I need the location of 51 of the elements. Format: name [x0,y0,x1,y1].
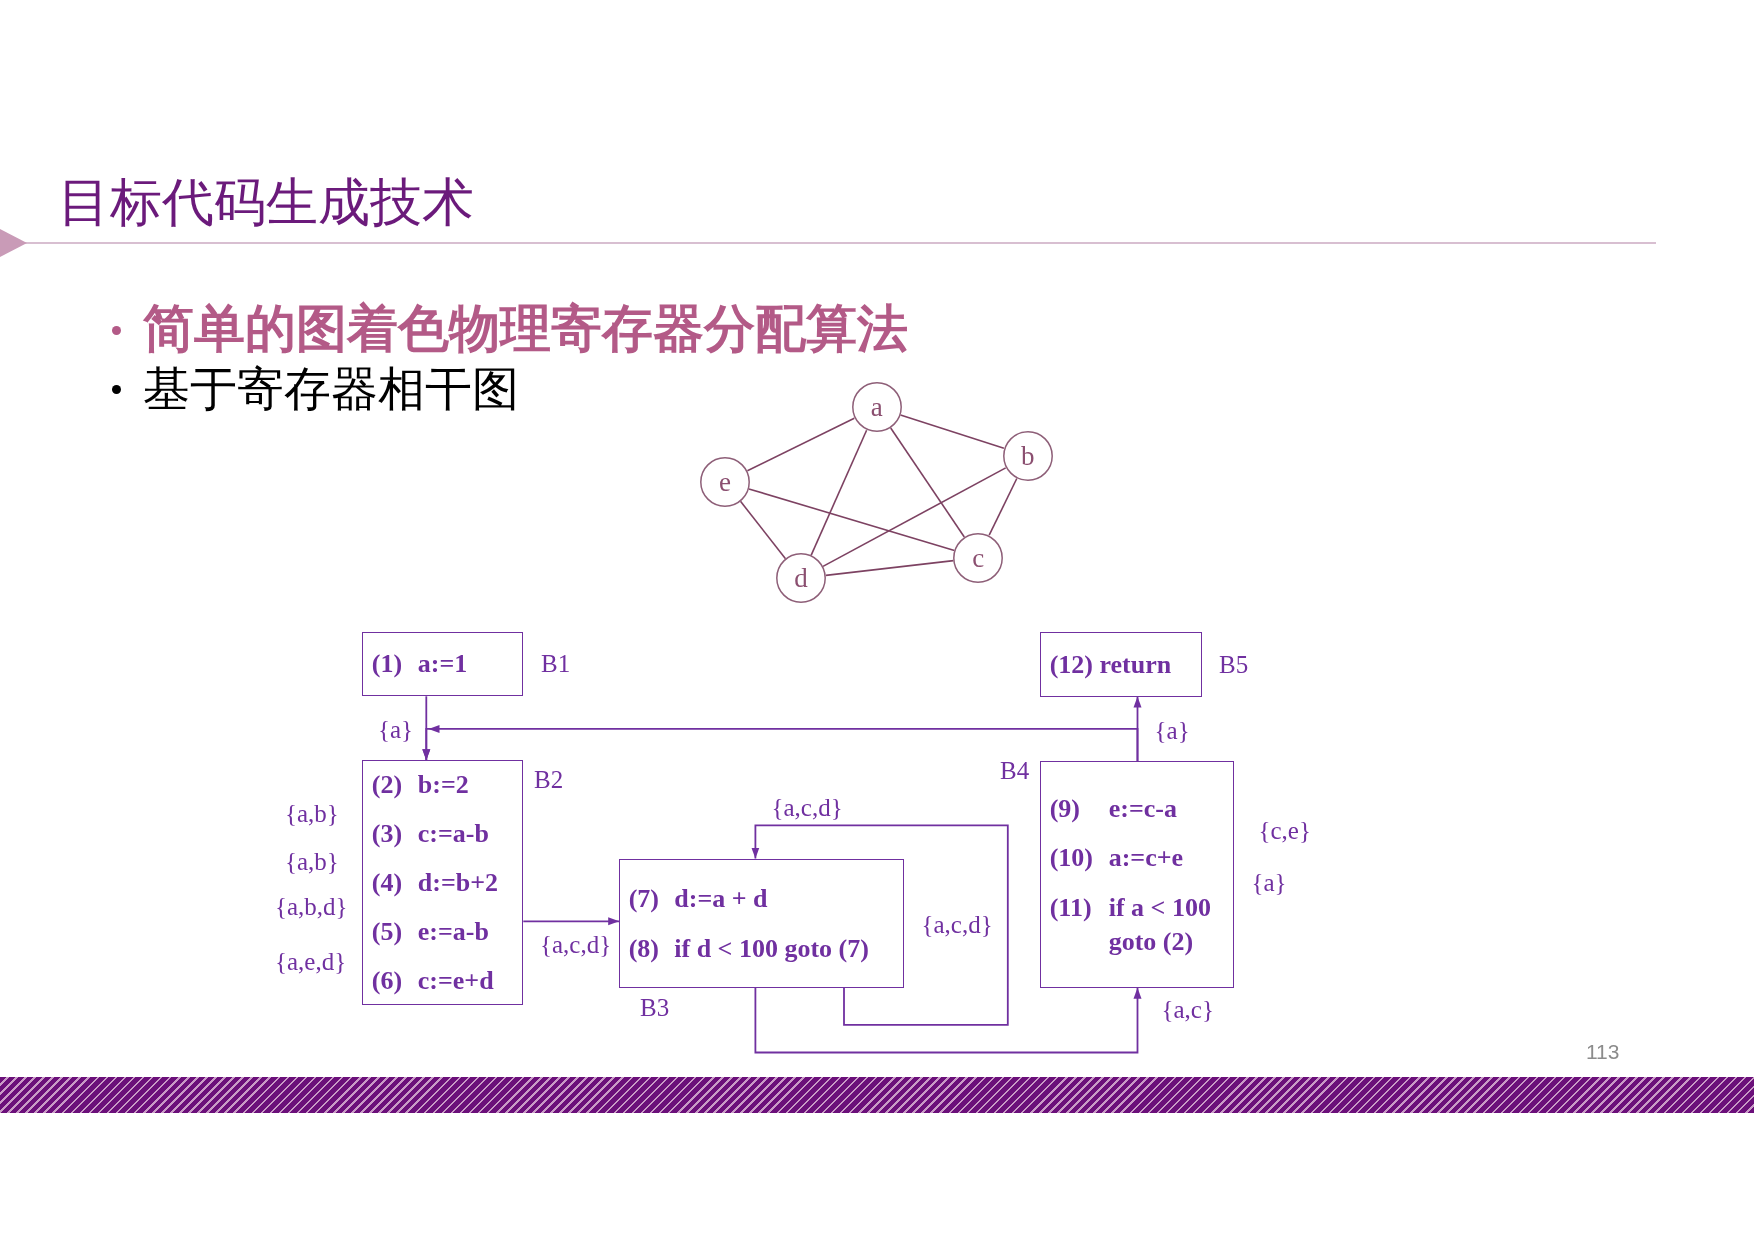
set-label: {a,b} [285,799,339,830]
code-line: (12) return [1049,648,1172,681]
slide-title: 目标代码生成技术 [58,172,474,233]
code-line: (1) a:=1 [371,648,468,680]
edge-line [810,429,868,557]
arrow [754,986,1142,1054]
vertex-circle: e [700,456,750,507]
arrow [522,917,621,926]
block-label: B1 [541,649,571,679]
edge-line [822,467,1007,568]
edge-line [746,417,856,472]
edge-line [899,414,1005,450]
code-line: (10) a:=c+e [1049,842,1185,875]
edge-line [825,559,955,577]
bullet-text: 简单的图着色物理寄存器分配算法 [143,299,908,359]
vertex-circle: d [776,553,826,604]
vertex-circle: b [1002,431,1053,481]
code-line: (7) d:=a + d [628,882,768,915]
code-line: (11) if a < 100 goto (2) [1049,892,1212,958]
set-label: {a,b} [285,847,339,878]
set-label: {a,e,d} [275,946,347,977]
code-line: (5) e:=a-b [371,916,489,948]
arrow [422,724,1139,763]
edge-line [988,477,1018,536]
edge-line [748,488,956,552]
set-label: {a,b,d} [275,892,348,923]
bullet-text: 基于寄存器相干图 [143,361,519,417]
vertex-circle: a [851,382,902,433]
vertex-circle: c [953,532,1004,583]
block-label: B2 [534,765,564,795]
edge-line [739,500,787,560]
code-box [362,631,524,697]
arrow [751,824,1009,1026]
code-line: (4) d:=b+2 [371,867,498,899]
code-line: (8) if d < 100 goto (7) [628,932,869,965]
code-box [362,760,524,1006]
code-line: (2) b:=2 [371,769,469,801]
page-number: 113 [1586,1040,1620,1064]
block-label: B5 [1219,650,1249,680]
edge-line [889,427,966,538]
set-label: {a} [1251,868,1287,898]
code-box [1040,761,1235,988]
block-label: B3 [640,992,670,1023]
code-line: (9) e:=c-a [1049,793,1178,825]
block-label: B4 [1000,756,1030,786]
set-label: {a,c,d} [921,909,993,940]
code-box [1040,631,1203,697]
code-line: (6) c:=e+d [371,965,494,997]
code-line: (3) c:=a-b [371,818,489,850]
code-box [619,858,905,988]
set-label: {c,e} [1258,816,1311,846]
